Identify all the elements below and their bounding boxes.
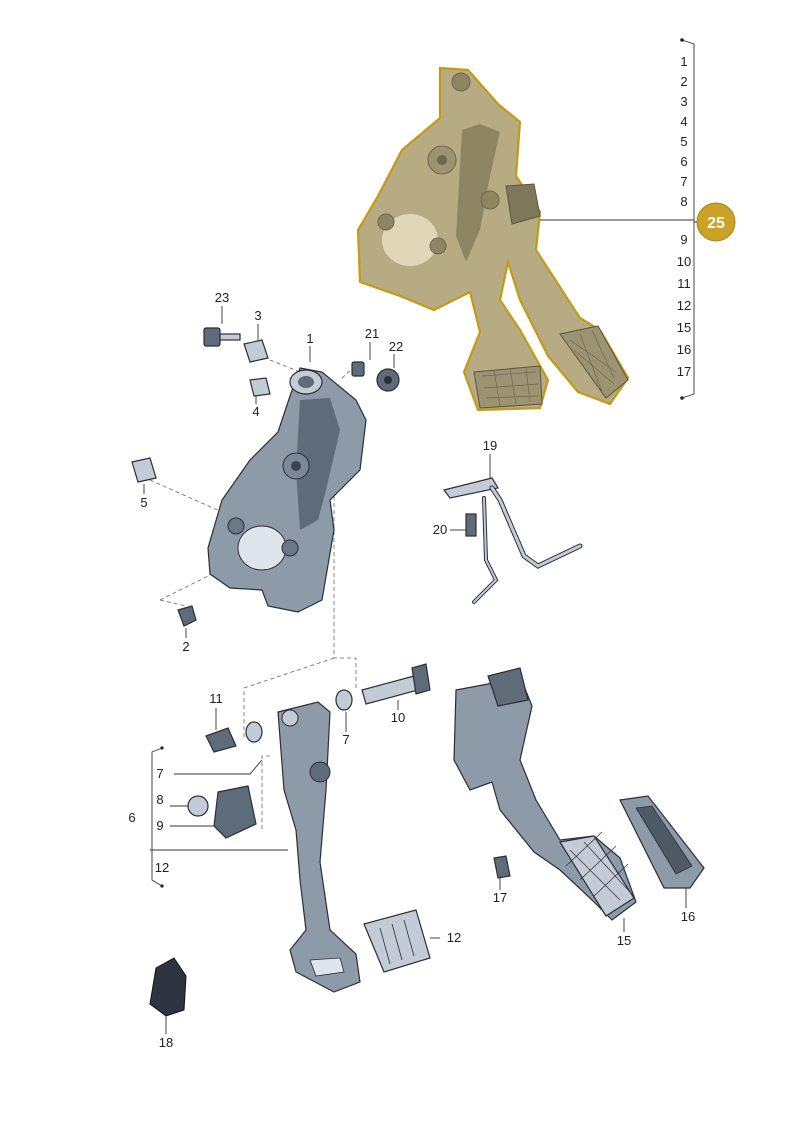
bushing-7 <box>335 689 353 711</box>
assembly-list-item: 8 <box>680 194 687 209</box>
assembly-list-item: 11 <box>677 276 691 291</box>
assembly-list-item: 1 <box>680 54 687 69</box>
clutch-pedal <box>277 701 361 993</box>
callout-7b: 7 <box>342 732 349 747</box>
callout-6: 6 <box>128 810 135 825</box>
cap-8 <box>187 795 209 817</box>
callout-16: 16 <box>681 909 695 924</box>
callout-23: 23 <box>215 290 229 305</box>
callout-21: 21 <box>365 326 379 341</box>
bushing-3 <box>243 339 269 363</box>
callout-20: 20 <box>433 522 447 537</box>
callout-1: 1 <box>306 331 313 346</box>
callout-19: 19 <box>483 438 497 453</box>
bushing-7b <box>245 721 263 743</box>
nut-2 <box>177 605 197 627</box>
assembly-list-item: 12 <box>677 298 691 313</box>
callout-7a: 7 <box>156 766 163 781</box>
assembly-list-item: 9 <box>680 232 687 247</box>
accelerator-pedal <box>453 667 637 921</box>
bushing-5 <box>131 457 157 483</box>
callout-3: 3 <box>254 308 261 323</box>
pivot-bolt-10 <box>361 663 431 705</box>
pedal-pad-12 <box>363 909 431 973</box>
clip-21 <box>351 361 365 377</box>
assembly-badge <box>696 202 736 242</box>
callout-4: 4 <box>252 404 259 419</box>
switch-9 <box>213 785 257 839</box>
bolt-23 <box>203 327 241 347</box>
assembly-list-item: 7 <box>680 174 687 189</box>
assembly-list-item: 15 <box>677 320 691 335</box>
callout-2: 2 <box>182 639 189 654</box>
assembly-list-item: 3 <box>680 94 687 109</box>
assembled-pedal-cluster <box>356 66 630 412</box>
callout-15: 15 <box>617 933 631 948</box>
switch-bracket-19 <box>442 477 583 604</box>
callout-22: 22 <box>389 339 403 354</box>
assembly-list-item: 16 <box>677 342 691 357</box>
callout-5: 5 <box>140 495 147 510</box>
callout-leaders <box>143 306 687 1034</box>
assembly-list-item: 10 <box>677 254 691 269</box>
callout-10: 10 <box>391 710 405 725</box>
nut-22 <box>376 368 400 392</box>
assembly-badge-label: 25 <box>707 215 725 232</box>
pedal-bracket <box>207 367 367 613</box>
callout-labels: 1 2 3 4 5 6 7 7 8 9 10 11 12 12 15 16 17… <box>128 290 695 1050</box>
spring-11 <box>205 727 237 753</box>
callout-12a: 12 <box>155 860 169 875</box>
assembly-list-item: 17 <box>677 364 691 379</box>
callout-12b: 12 <box>447 930 461 945</box>
pad-18 <box>149 957 187 1017</box>
assembly-list-item: 4 <box>680 114 687 129</box>
bushing-4 <box>249 377 271 397</box>
pedal-cover-16 <box>619 795 705 889</box>
callout-17: 17 <box>493 890 507 905</box>
assembly-list-item: 6 <box>680 154 687 169</box>
callout-11: 11 <box>209 691 223 706</box>
assembly-list-item: 5 <box>680 134 687 149</box>
bolt-17 <box>493 855 511 879</box>
callout-8: 8 <box>156 792 163 807</box>
callout-18: 18 <box>159 1035 173 1050</box>
assembly-list-item: 2 <box>680 74 687 89</box>
callout-9: 9 <box>156 818 163 833</box>
